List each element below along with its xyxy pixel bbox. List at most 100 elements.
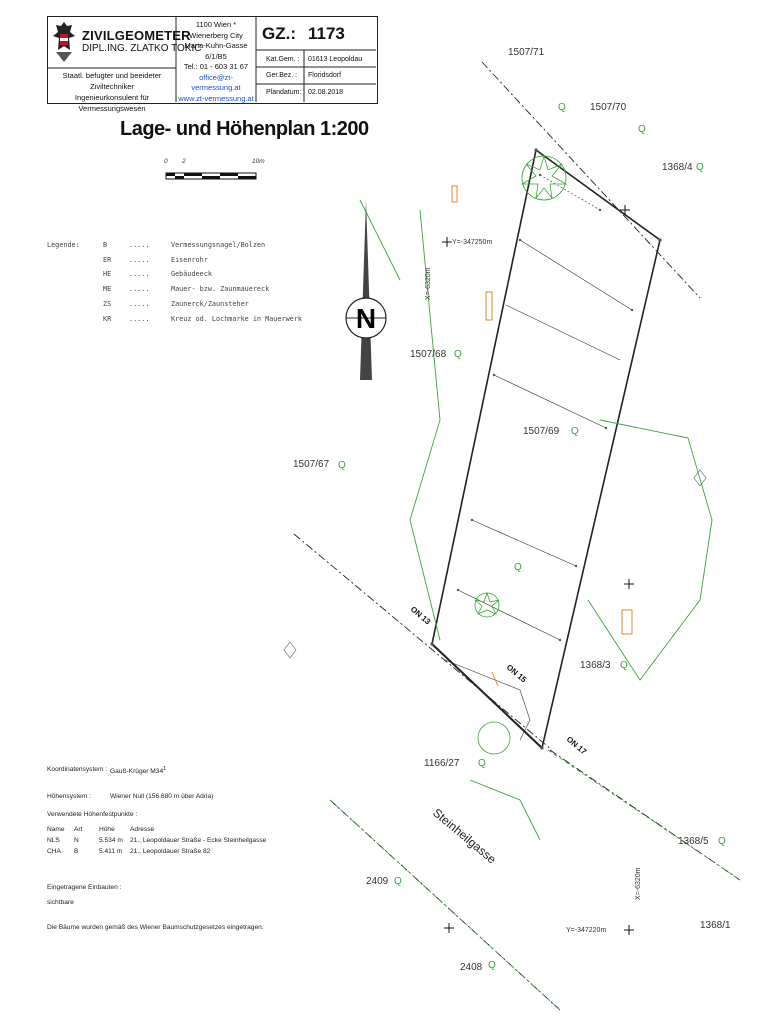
legend-code: ER [103,255,112,264]
parcel-number: 1507/70 [590,102,627,113]
grid-coordinates: Y=-347250m Y=-347220m X=-6320m X=-6320m [425,239,642,934]
parcel-number: 1368/3 [580,660,611,671]
legend-row: ME..... Mauer- bzw. Zaunmauereck [47,282,302,297]
vegetation-lines [359,199,713,841]
qualification: Staatl. befugter und beeideter Ziviltech… [48,70,176,114]
grid-label: Y=-347250m [452,239,492,246]
parcel-number: 1368/4 [662,162,693,173]
qualification-line-1: Staatl. befugter und beeideter Ziviltech… [62,71,162,91]
legend-code: KR [103,314,112,323]
legend-dots: ..... [129,270,150,279]
scale-start: 0 [164,158,168,165]
house-number: ON 17 [565,735,589,757]
legend-desc: Mauer- bzw. Zaunmauereck [171,285,270,294]
table-cell: NLS [47,837,60,844]
parcel-number: 1368/1 [700,920,731,931]
table-header-cell: Name [47,826,65,833]
scale-end: 10m [252,158,265,165]
built-label: Eingetragene Einbauten : [47,884,122,891]
table-cell: CHA [47,848,61,855]
svg-text:Q: Q [488,960,496,971]
green-dashed-lines [329,749,741,1011]
table-cell: 21., Leopoldauer Straße 82 [130,848,211,855]
svg-text:Q: Q [394,876,402,887]
legend-row: ZS..... Zaunerck/Zaunsteher [47,297,302,312]
website-link[interactable]: www.zt-vermessung.at [178,93,254,103]
plandatum-value: 02.08.2018 [308,89,344,96]
svg-text:Q: Q [514,562,522,573]
legend-desc: Zaunerck/Zaunsteher [171,299,249,308]
legend-desc: Vermessungsnagel/Bolzen [171,241,266,249]
legend-dots: ..... [129,285,150,294]
height-points-table: Name Art Höhe Adresse NLS N 5.534 m 21.,… [47,824,271,857]
parcel-number: 1507/69 [523,426,560,437]
height-label: Höhensystem : [47,793,91,800]
legend-code: ME [103,285,112,294]
parcel-boundaries [293,61,741,1011]
parcel-number: 1507/67 [293,459,330,470]
parcel-number: 1368/5 [678,836,709,847]
coord-value: Gauß-Krüger M34 [110,768,164,776]
plandatum-label: Plandatum: [266,89,302,96]
phone: Tel.: 01 - 603 31 67 [183,62,249,71]
north-label: N [356,303,376,334]
svg-text:Q: Q [454,349,462,360]
points-title: Verwendete Höhenfestpunkte : [47,811,138,818]
legend-code: HE [103,270,112,279]
trees-note: Die Bäume wurden gemäß des Wiener Baumsc… [47,924,264,931]
table-cell: 5.411 m [99,848,123,855]
street-name: Steinheilgasse [430,806,499,867]
legend-desc: Gebäudeeck [171,270,212,279]
coord-value-wrap: Gauß-Krüger M341 [110,766,166,775]
table-cell: N [74,837,79,844]
table-header-cell: Adresse [130,826,155,833]
tree-icons [474,154,568,755]
legend-dots: ..... [129,241,150,249]
svg-text:Q: Q [620,660,628,671]
firm-address: 1100 Wien * Wienerberg City Maria-Kuhn-G… [176,20,256,104]
svg-text:Q: Q [718,836,726,847]
scale-mid: 2 [182,158,186,165]
svg-text:Q: Q [558,102,566,113]
parcel-number: 1507/68 [410,349,447,360]
legend-code: B [103,241,108,249]
level-markers [283,469,707,659]
address-line-2: Maria-Kuhn-Gasse 6/1/B5 [184,41,248,61]
email-link[interactable]: office@zt-vermessung.at [191,72,241,93]
grid-label: Y=-347220m [566,927,606,934]
legend-code: ZS [103,299,112,308]
table-cell: 5.534 m [99,837,123,844]
orange-marks [451,185,633,687]
legend-dots: ..... [129,255,150,264]
table-cell: B [74,848,79,855]
svg-text:Q: Q [638,124,646,135]
legend-dots: ..... [129,299,150,308]
svg-text:Q: Q [571,426,579,437]
grid-label: X=-6320m [425,267,432,300]
kat-gem-value: 01613 Leopoldau [308,56,363,63]
table-row: CHA B 5.411 m 21., Leopoldauer Straße 82 [47,846,271,857]
legend-dots: ..... [129,314,150,323]
coord-label: Koordinatensystem : [47,766,108,773]
legend-row: KR.....Kreuz od. Lochmarke in Mauerwerk [47,312,302,327]
table-row: NLS N 5.534 m 21., Leopoldauer Straße - … [47,835,271,846]
legend-row: Legende:B.....Vermessungsnagel/Bolzen [47,238,302,253]
firm-owner: DIPL.ING. ZLATKO TOKIC [82,43,202,54]
coord-system: Koordinatensystem :Gauß-Krüger M341 [47,766,166,775]
legend-row: HE..... Gebäudeeck [47,267,302,282]
svg-text:Q: Q [696,162,704,173]
q-markers: QQQ QQQ QQQ QQQ [338,102,726,971]
gz-label: GZ.: [262,24,296,43]
legend-desc: Eisenrohr [171,255,208,264]
parcel-number: 2408 [460,962,483,973]
address-line-1: 1100 Wien * Wienerberg City [189,20,243,40]
north-arrow-icon [345,200,387,380]
svg-text:Q: Q [478,758,486,769]
grid-crosses [442,205,634,935]
survey-points [430,148,662,750]
parcel-number: 1507/71 [508,47,545,58]
height-value: Wiener Null (156.680 m über Adria) [110,793,214,800]
legend-row: ER..... Eisenrohr [47,253,302,268]
